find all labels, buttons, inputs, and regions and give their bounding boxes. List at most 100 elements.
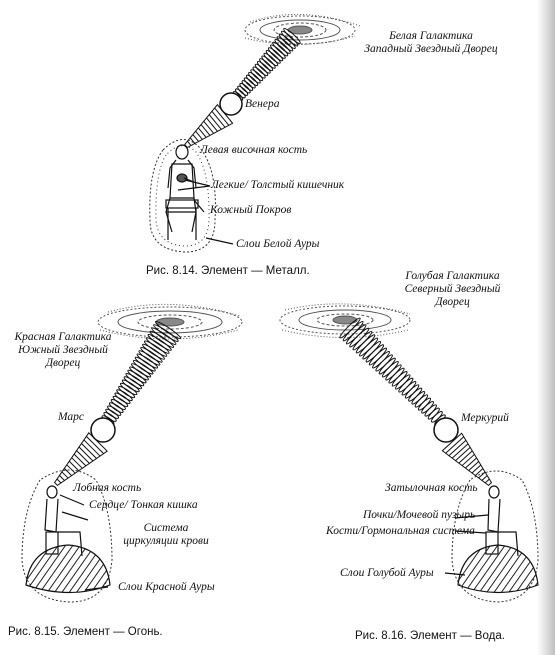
aura-blue <box>451 470 539 603</box>
spiral-coil <box>142 343 165 360</box>
pointer-lines-16 <box>444 514 489 576</box>
galaxy-label-line: Южный Звездный <box>18 344 108 356</box>
spiral-coil <box>401 381 417 396</box>
bone-label-14: Левая височная кость <box>200 144 308 156</box>
spiral-coil <box>114 392 131 405</box>
figure-caption-15: Рис. 8.15. Элемент — Огонь. <box>8 626 163 638</box>
cone-ring <box>465 457 477 469</box>
spiral-coil <box>267 47 284 62</box>
cone-ring <box>200 124 211 136</box>
earth-mound-16 <box>457 544 539 594</box>
organs-label-16: Почки/Мочевой пузырь <box>363 509 476 521</box>
galaxy-label-blue: Голубая Галактика Северный Звездный Двор… <box>390 270 515 309</box>
spiral-coil <box>250 69 264 82</box>
spiral-coil <box>395 374 411 390</box>
spiral-coil <box>278 33 296 49</box>
spiral-coil <box>239 82 251 94</box>
cone-ring <box>195 130 203 140</box>
cone-ring <box>203 120 215 134</box>
spiral-coil <box>270 44 286 59</box>
galaxy-label-line: Голубая Галактика <box>405 270 500 282</box>
spiral-coil <box>134 356 156 372</box>
spiral-coil <box>414 394 429 408</box>
spiral-coil <box>143 340 168 357</box>
spiral-coil <box>129 366 149 381</box>
spiral-coil <box>125 373 145 387</box>
cone-ring <box>478 471 486 479</box>
bone-label-16: Затылочная кость <box>385 482 478 494</box>
galaxy-label-white: Белая Галактика Западный Звездный Дворец <box>356 30 506 56</box>
spiral-coil <box>112 395 129 408</box>
spiral-coil <box>365 344 385 363</box>
beam-cone-15 <box>53 432 108 487</box>
system-label-16: Кости/Гормональная система <box>326 525 475 537</box>
galaxy-label-line: Западный Звездный Дворец <box>364 43 498 55</box>
galaxy-label-line: Северный Звездный <box>404 283 501 295</box>
spiral-coil <box>378 357 396 375</box>
spiral-coil <box>261 55 276 69</box>
spiral-beam-white <box>232 27 301 101</box>
spiral-coil <box>234 88 246 99</box>
planet-label-mercury: Меркурий <box>461 412 509 424</box>
cone-ring <box>468 461 480 471</box>
cone-ring <box>189 137 196 144</box>
page-edge-shadow <box>537 0 555 655</box>
cone-ring <box>83 439 101 457</box>
cone-ring <box>458 450 473 464</box>
system-label-line: циркуляции крови <box>123 535 209 547</box>
spiral-coil <box>398 377 414 393</box>
pointer-lines-15 <box>59 494 109 591</box>
cone-ring <box>484 478 490 484</box>
spiral-coil <box>145 337 170 354</box>
spiral-coil <box>263 52 279 67</box>
organs-label-14: Легкие/ Толстый кишечник <box>211 179 345 191</box>
galaxy-label-line: Белая Галактика <box>389 30 473 42</box>
cone-ring <box>481 475 488 481</box>
cone-ring <box>214 107 230 126</box>
spiral-coil <box>274 38 291 54</box>
cone-ring <box>86 436 104 454</box>
cone-ring <box>56 478 62 484</box>
aura-white <box>149 139 216 253</box>
figure-caption-14: Рис. 8.14. Элемент — Металл. <box>146 265 310 277</box>
cone-ring <box>81 443 97 459</box>
galaxy-white <box>244 13 361 46</box>
aura-label-16: Слои Голубой Ауры <box>340 567 434 579</box>
cone-ring <box>461 454 475 466</box>
cone-ring <box>211 111 226 128</box>
cone-ring <box>474 468 484 476</box>
cone-ring <box>78 446 94 462</box>
spiral-coil <box>256 60 271 74</box>
cone-outline <box>53 432 108 487</box>
cone-ring <box>455 447 471 461</box>
spiral-coil <box>121 379 140 393</box>
aura-red <box>21 469 113 603</box>
cone-ring <box>59 475 65 481</box>
spiral-coil <box>254 63 269 77</box>
spiral-coil <box>140 346 163 363</box>
spiral-coil <box>138 350 161 366</box>
spiral-coil <box>381 360 399 378</box>
beam-cone-16 <box>441 432 493 486</box>
spiral-coil <box>388 367 405 384</box>
earth-mound-15 <box>25 544 111 594</box>
spiral-coil <box>375 354 393 372</box>
spiral-coil <box>362 340 382 360</box>
cone-ring <box>208 114 222 130</box>
spiral-coil <box>248 71 261 84</box>
cone-ring <box>451 443 469 459</box>
skin-label-14: Кожный Покров <box>210 204 292 216</box>
spiral-coil <box>237 85 249 96</box>
planet-label-venus: Венера <box>245 98 280 110</box>
spiral-coil <box>132 360 154 375</box>
organs-label-15: Сердце/ Тонкая кишка <box>89 499 198 511</box>
cone-ring <box>192 134 199 142</box>
spiral-coil <box>404 384 420 399</box>
spiral-coil <box>391 370 408 387</box>
spiral-coil <box>252 66 266 79</box>
spiral-coil <box>272 41 289 57</box>
system-label-line: Система <box>143 522 189 534</box>
spiral-coil <box>118 385 136 399</box>
spiral-coil <box>127 369 147 384</box>
